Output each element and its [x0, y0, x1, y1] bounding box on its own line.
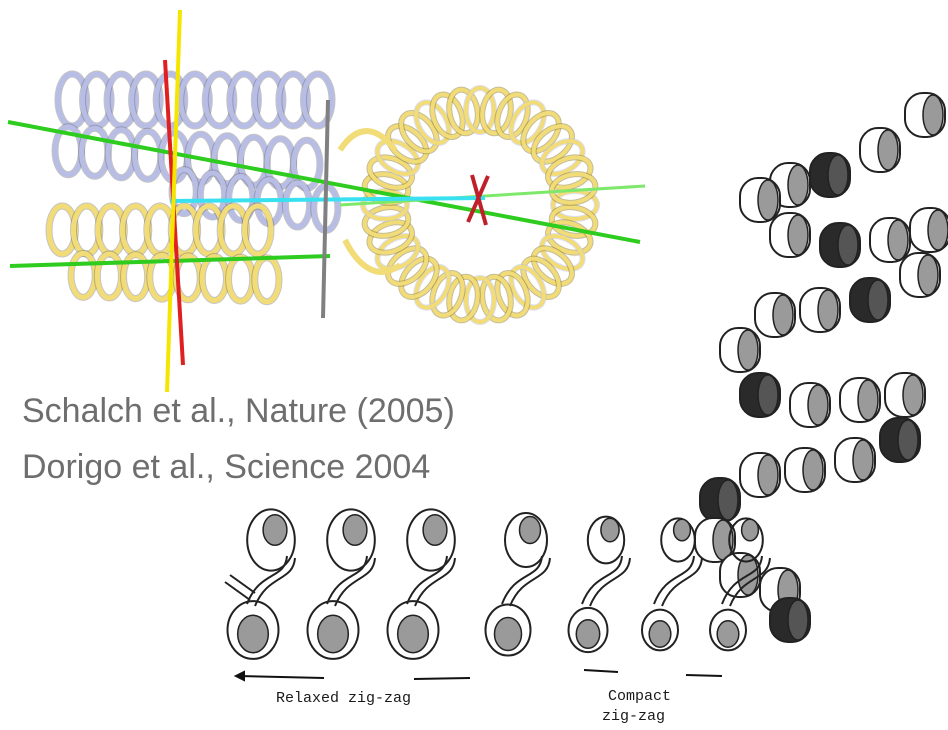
yellow-helix-coil	[202, 256, 226, 300]
zigzag-lower-nucleosome	[649, 621, 671, 647]
zigzag-linker	[654, 556, 694, 604]
zigzag-lower-nucleosome	[576, 620, 599, 649]
fiber-cylinder-face	[818, 290, 838, 330]
zigzag-lower-nucleosome	[318, 615, 349, 652]
fiber-cylinder-face	[903, 375, 923, 415]
blue-helix-coil	[108, 130, 134, 178]
yellow-helix-coil	[71, 253, 95, 297]
zigzag-lower-nucleosome	[238, 615, 269, 652]
fiber-cylinder-face	[788, 600, 808, 640]
fiber-cylinder-face	[803, 450, 823, 490]
blue-dna-helices	[55, 74, 338, 230]
fiber-cylinder-face	[773, 295, 793, 335]
fiber-cylinder-face	[878, 130, 898, 170]
compact-bracket	[584, 670, 722, 676]
fiber-cylinder-face	[738, 330, 758, 370]
zigzag-lower-nucleosome	[717, 621, 739, 647]
zigzag-upper-nucleosome	[520, 517, 541, 544]
citation-schalch: Schalch et al., Nature (2005)	[22, 392, 455, 431]
chromatin-fiber-3d	[695, 93, 948, 642]
fiber-cylinder-face	[788, 165, 808, 205]
fiber-cylinder-face	[898, 420, 918, 460]
zigzag-linker	[407, 556, 447, 604]
blue-helix-coil	[285, 183, 309, 227]
zigzag-upper-nucleosome	[263, 515, 287, 546]
zigzag-upper-nucleosome	[601, 518, 619, 541]
fiber-cylinder-face	[788, 215, 808, 255]
relaxed-zigzag-label: Relaxed zig-zag	[276, 690, 411, 707]
zigzag-linker	[327, 556, 367, 604]
zigzag-lower-nucleosome	[495, 618, 522, 651]
tetranucleosome-structure	[8, 10, 645, 392]
zigzag-upper-nucleosome	[674, 519, 691, 541]
zigzag-lower-nucleosome	[398, 615, 429, 652]
fiber-cylinder-face	[718, 480, 738, 520]
yellow-helix-coil	[229, 257, 253, 301]
zigzag-upper-nucleosome	[343, 515, 367, 546]
citation-dorigo: Dorigo et al., Science 2004	[22, 448, 430, 487]
fiber-cylinder-face	[808, 385, 828, 425]
fiber-cylinder-face	[838, 225, 858, 265]
relaxed-bracket	[236, 672, 470, 680]
fiber-cylinder-face	[858, 380, 878, 420]
yellow-helix-coil	[97, 254, 121, 298]
yellow-nucleosome-ring	[340, 87, 598, 322]
fiber-cylinder-face	[758, 455, 778, 495]
fiber-cylinder-face	[918, 255, 938, 295]
fiber-cylinder-face	[888, 220, 908, 260]
fiber-cylinder-face	[853, 440, 873, 480]
blue-helix-coil	[135, 131, 161, 179]
fiber-cylinder-face	[928, 210, 948, 250]
compact-zigzag-label: zig-zag	[602, 708, 665, 725]
zigzag-linker	[247, 556, 287, 604]
compact-label: Compact	[608, 688, 671, 705]
gray-axis	[323, 100, 328, 318]
zigzag-fiber-diagram	[225, 509, 770, 658]
zigzag-upper-nucleosome	[423, 515, 447, 546]
yellow-dna-helices	[49, 206, 279, 302]
fiber-cylinder-face	[758, 375, 778, 415]
fiber-cylinder-face	[758, 180, 778, 220]
yellow-helix-coil	[255, 258, 279, 302]
fiber-cylinder-face	[868, 280, 888, 320]
fiber-cylinder-face	[923, 95, 943, 135]
fiber-cylinder-face	[828, 155, 848, 195]
zigzag-upper-nucleosome	[742, 519, 759, 541]
